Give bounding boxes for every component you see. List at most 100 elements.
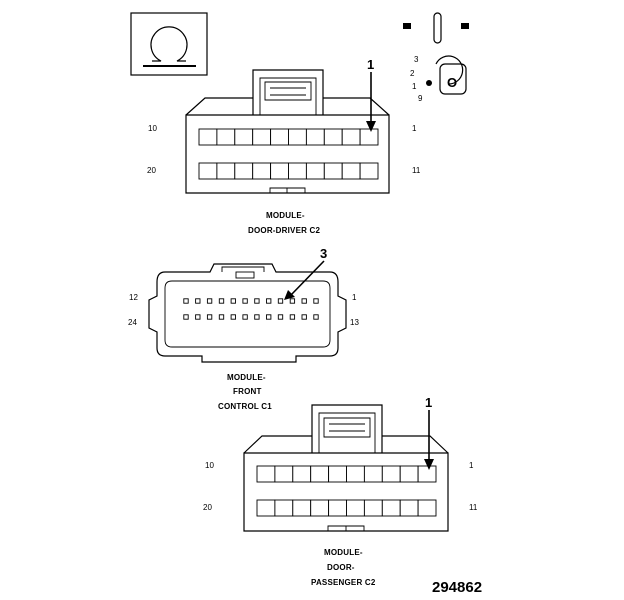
pin-cavity [292, 499, 312, 517]
pin-cavity [341, 128, 361, 146]
pin-hole [242, 298, 248, 304]
pin-hole [313, 298, 319, 304]
pin-cavity [323, 162, 343, 180]
pin-cavity [310, 465, 330, 483]
pin-hole [195, 298, 201, 304]
pin-cavity [292, 465, 312, 483]
key-number: 2 [410, 69, 415, 78]
connector-label: MODULE- [266, 211, 305, 220]
pin-number-label: 11 [412, 166, 421, 175]
connector-label: MODULE- [324, 548, 363, 557]
pin-cavity [359, 162, 379, 180]
connector-door-driver-c2: 10 1 20 11 1 MODULE- DOOR-DRIVER C2 [147, 57, 421, 235]
pin-hole [254, 314, 260, 320]
pin-cavity [346, 465, 365, 483]
pin-hole-row [183, 298, 319, 320]
pin-number-label: 11 [469, 503, 478, 512]
pin-number-label: 1 [412, 124, 417, 133]
pin-cavity [256, 465, 276, 483]
pin-hole [242, 314, 248, 320]
pin-cavity [288, 162, 307, 180]
pin-hole [183, 298, 189, 304]
key-number: 3 [414, 55, 419, 64]
pin-cavity [216, 162, 236, 180]
pin-cavity [323, 128, 343, 146]
pin-cavity [399, 499, 419, 517]
pin-cavity [305, 162, 325, 180]
connector-label: CONTROL C1 [218, 402, 272, 411]
callout-number: 3 [320, 246, 327, 261]
pin-number-label: 10 [148, 124, 157, 133]
position-marker-left [403, 23, 411, 29]
figure-number: 294862 [432, 579, 482, 596]
pin-number-label: 1 [469, 461, 474, 470]
pin-cavity [363, 465, 383, 483]
pin-hole [218, 314, 225, 320]
pin-cavity [417, 465, 437, 483]
connector-door-passenger-c2: 10 1 20 11 1 MODULE- DOOR- PASSENGER C2 [203, 395, 478, 587]
connector-label: DOOR-DRIVER C2 [248, 226, 320, 235]
pin-cavity [256, 499, 276, 517]
pin-hole [230, 298, 236, 304]
pin-cavity [305, 128, 325, 146]
pin-hole [218, 298, 225, 304]
pin-hole [254, 298, 260, 304]
callout-arrow [366, 121, 376, 132]
connector-label: FRONT [233, 387, 262, 396]
connector-label: MODULE- [227, 373, 266, 382]
pin-cavity [346, 499, 365, 517]
pin-number-label: 12 [129, 293, 138, 302]
key-letter: O [447, 75, 457, 90]
pin-cavity [198, 128, 218, 146]
position-slot [433, 12, 442, 44]
callout-number: 1 [425, 395, 432, 410]
pin-hole [206, 298, 213, 304]
pin-cavity-row [198, 128, 379, 180]
pin-cavity [399, 465, 419, 483]
pin-cavity [252, 162, 272, 180]
pin-cavity [234, 162, 254, 180]
pin-cavity [216, 128, 236, 146]
pin-hole [277, 314, 284, 320]
pin-cavity [310, 499, 330, 517]
key-number: 9 [418, 94, 423, 103]
pin-cavity [270, 128, 289, 146]
pin-cavity [328, 465, 347, 483]
key-icon: O [426, 55, 467, 95]
pin-hole [266, 298, 272, 304]
pin-cavity [234, 128, 254, 146]
pin-hole [183, 314, 189, 320]
pin-cavity [274, 465, 294, 483]
pin-hole [301, 298, 307, 304]
callout-arrow [284, 290, 295, 300]
pin-hole [266, 314, 272, 320]
pin-hole [313, 314, 319, 320]
pin-number-label: 10 [205, 461, 214, 470]
pin-cavity [381, 465, 401, 483]
pin-cavity [359, 128, 379, 146]
key-number: 1 [412, 82, 417, 91]
pin-cavity [381, 499, 401, 517]
pin-number-label: 20 [203, 503, 212, 512]
pin-hole [289, 314, 296, 320]
pin-cavity [252, 128, 272, 146]
pin-number-label: 13 [350, 318, 359, 327]
pin-cavity [198, 162, 218, 180]
pin-hole [289, 298, 296, 304]
connector-front-control-c1: 12 1 24 13 3 MODULE- FRONT CONTROL C1 [128, 246, 359, 411]
pin-hole [230, 314, 236, 320]
pin-cavity [288, 128, 307, 146]
pin-cavity [274, 499, 294, 517]
omega-view-icon [130, 12, 208, 76]
pin-hole [301, 314, 307, 320]
pin-hole [277, 298, 284, 304]
pin-hole [195, 314, 201, 320]
connector-label: DOOR- [327, 563, 355, 572]
pin-hole [206, 314, 213, 320]
position-marker-right [461, 23, 469, 29]
pin-number-label: 20 [147, 166, 156, 175]
pin-cavity [417, 499, 437, 517]
pin-cavity-row [256, 465, 437, 517]
connector-label: PASSENGER C2 [311, 578, 376, 587]
